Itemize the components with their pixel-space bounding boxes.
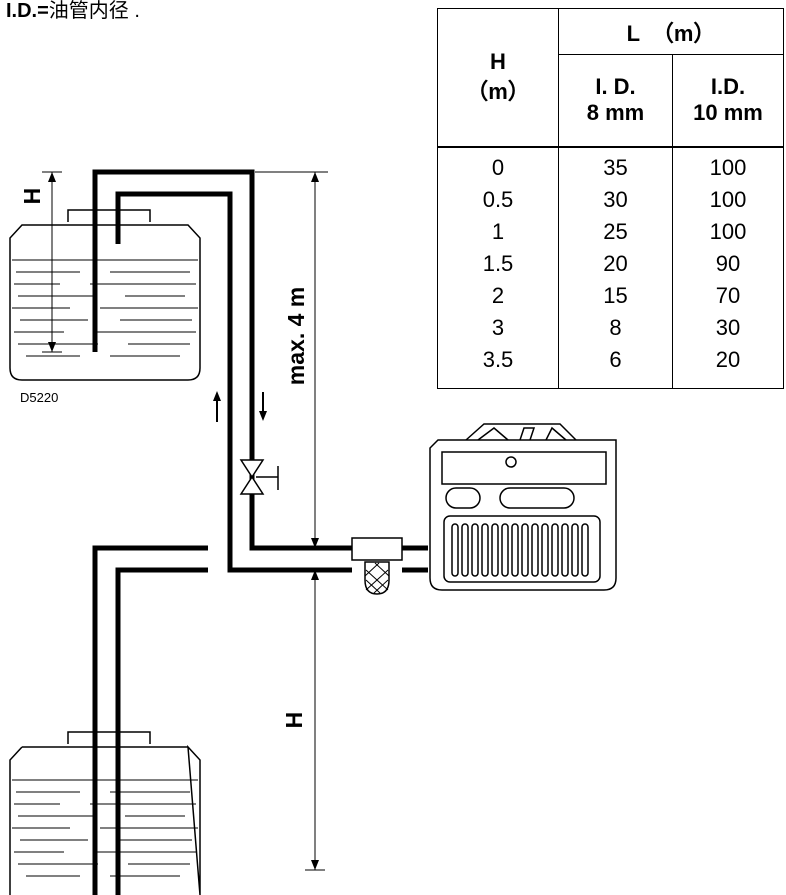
table-h-values: 0 0.5 1 1.5 2 3 3.5	[437, 145, 559, 389]
table-h-header-unit: （m）	[466, 79, 530, 105]
flow-arrows	[213, 391, 267, 422]
col-8mm-header-line1: I. D.	[595, 74, 636, 100]
upper-tank	[9, 209, 201, 381]
table-col-8mm-header: I. D. 8 mm	[558, 54, 673, 147]
table-h-header-label: H	[490, 49, 506, 75]
table-cell: 100	[709, 218, 747, 244]
table-cell: 0.5	[482, 186, 514, 212]
table-cell: 70	[715, 282, 741, 308]
table-h-header: H （m）	[437, 8, 559, 147]
col-10mm-header-line2: 10 mm	[693, 100, 763, 126]
table-cell: 25	[603, 218, 628, 244]
h-top-label: H	[19, 188, 45, 205]
pipes	[92, 169, 428, 895]
table-cell: 8	[609, 314, 622, 340]
valve-icon	[239, 459, 279, 495]
caption: I.D.=油管内径 .	[6, 0, 140, 22]
table-cell: 20	[603, 250, 628, 276]
lower-tank	[9, 731, 201, 895]
table-cell: 1	[491, 218, 505, 244]
table-cell: 0	[491, 154, 505, 180]
col-10mm-header-line1: I.D.	[710, 74, 746, 100]
length-table: H （m） L （m） I. D. 8 mm I.D. 10 mm 0 0.5 …	[437, 8, 784, 389]
table-cell: 35	[603, 154, 628, 180]
table-cell: 20	[715, 346, 741, 372]
h-bottom-label: H	[281, 712, 307, 729]
col-8mm-header-line2: 8 mm	[586, 100, 645, 126]
table-l-10mm-values: 100 100 100 90 70 30 20	[672, 145, 784, 389]
table-cell: 100	[709, 186, 747, 212]
dimension-arrowheads	[48, 172, 319, 870]
table-cell: 90	[715, 250, 741, 276]
dimension-lines	[42, 171, 328, 871]
table-cell: 15	[603, 282, 628, 308]
filter-icon	[351, 537, 403, 595]
figure-code: D5220	[20, 390, 58, 405]
max-height-label: max. 4 m	[283, 287, 309, 385]
table-cell: 6	[609, 346, 622, 372]
caption-label: I.D.=	[6, 0, 49, 22]
caption-text: 油管内径 .	[48, 0, 140, 22]
table-cell: 30	[603, 186, 628, 212]
table-l-header: L （m）	[558, 8, 784, 55]
table-cell: 2	[491, 282, 505, 308]
table-cell: 100	[709, 154, 747, 180]
table-col-10mm-header: I.D. 10 mm	[672, 54, 784, 147]
table-cell: 3	[491, 314, 505, 340]
burner-icon	[429, 423, 617, 591]
table-cell: 1.5	[482, 250, 514, 276]
table-cell: 3.5	[482, 346, 514, 372]
table-cell: 30	[715, 314, 741, 340]
table-l-8mm-values: 35 30 25 20 15 8 6	[558, 145, 673, 389]
